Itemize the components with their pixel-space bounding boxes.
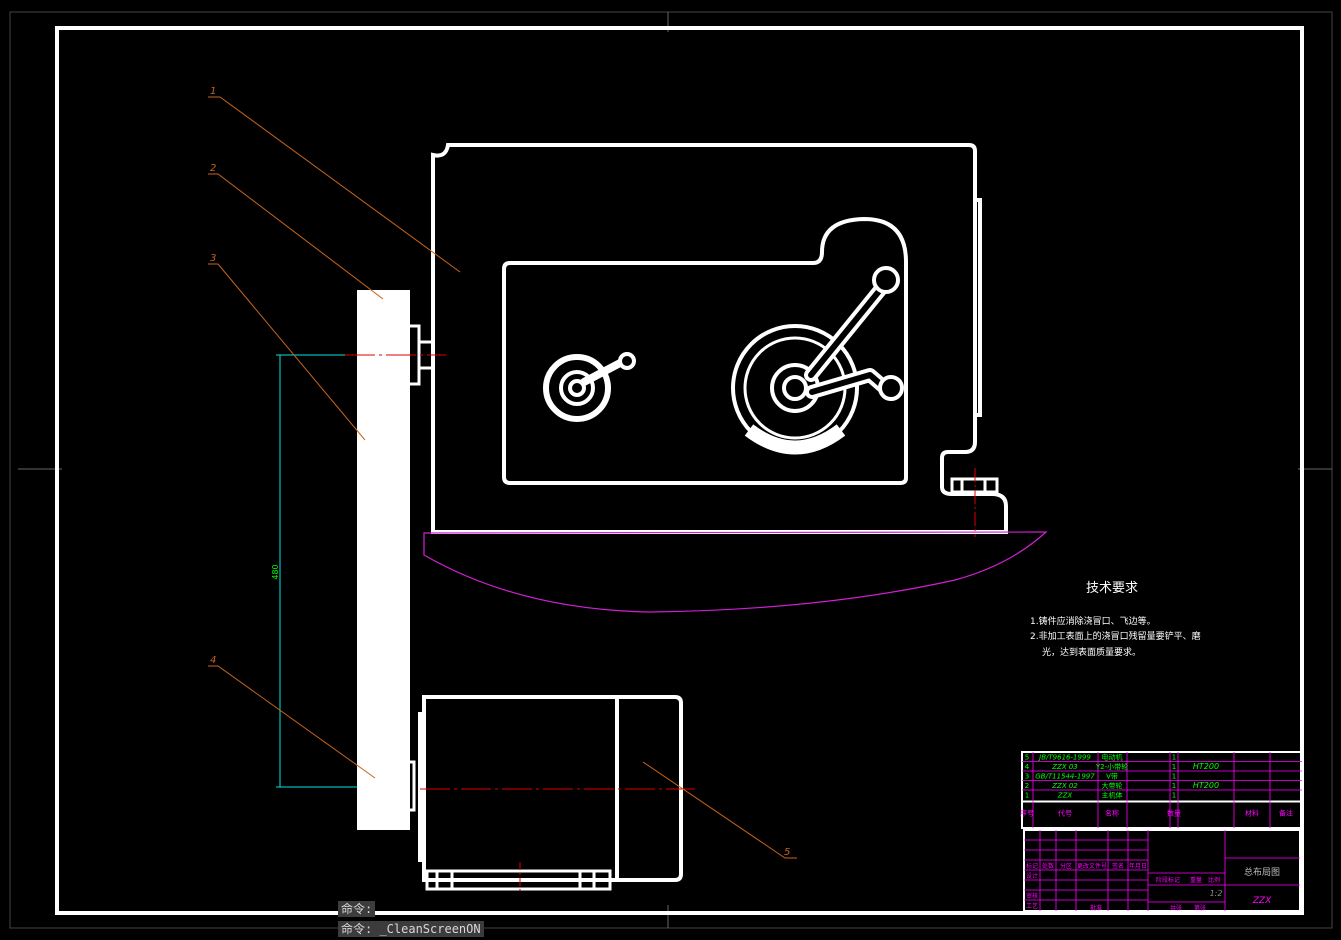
parts-header-cell: 数量 <box>1167 809 1181 818</box>
part-name: Y2-小带轮 <box>1095 762 1128 771</box>
outer-border <box>9 11 1333 929</box>
part-name: 电动机 <box>1102 753 1123 762</box>
balloon-4[interactable]: 4 <box>210 655 216 666</box>
balloon-3[interactable]: 3 <box>210 253 216 264</box>
title-stage-label: 比例 <box>1208 876 1220 884</box>
part-code: ZZX 03 <box>1051 763 1078 771</box>
drawing-name: 总布局图 <box>1244 866 1280 878</box>
tech-requirement-line: 1.铸件应消除浇冒口、飞边等。 <box>1030 615 1156 627</box>
title-row-label: 工艺 <box>1026 902 1038 910</box>
title-col-label: 签名 <box>1112 862 1124 870</box>
belt-pulley-assembly[interactable] <box>357 290 435 830</box>
part-code: ZZX 02 <box>1051 782 1078 790</box>
small-flywheel[interactable] <box>543 352 636 422</box>
title-row-label: 标记 <box>1026 862 1038 870</box>
part-name: 主机体 <box>1102 791 1123 800</box>
part-material: HT200 <box>1193 762 1219 771</box>
balloon-2[interactable]: 2 <box>210 163 216 174</box>
part-no: 5 <box>1025 754 1029 762</box>
title-col-label: 处数 <box>1042 862 1054 870</box>
title-row-label: 设计 <box>1026 872 1038 880</box>
command-history-line: 命令: <box>338 901 376 917</box>
title-stage-label: 阶段标记 <box>1156 876 1180 884</box>
balloon-1[interactable]: 1 <box>210 86 216 97</box>
command-prompt-line[interactable]: 命令: _CleanScreenON <box>338 921 484 937</box>
main-body[interactable] <box>431 143 1008 534</box>
large-flywheel[interactable] <box>731 266 904 455</box>
part-qty: 1 <box>1172 792 1176 800</box>
part-name: V带 <box>1106 773 1118 781</box>
part-code: GB/T11544-1997 <box>1035 773 1095 781</box>
drawing-frame <box>55 26 1304 915</box>
part-name: 大带轮 <box>1102 781 1123 790</box>
title-bottom-label: 第张 <box>1194 904 1206 912</box>
part-qty: 1 <box>1172 763 1176 771</box>
title-col-label: 更改文件号 <box>1077 862 1107 870</box>
balloon-5[interactable]: 5 <box>784 847 790 858</box>
title-block[interactable]: 处数分区更改文件号签名年月日 标记设计审核工艺 阶段标记 重量比例批准 共张 第张 总布局图… <box>1023 829 1301 912</box>
part-no: 4 <box>1025 763 1030 771</box>
small-pulley[interactable] <box>357 746 410 830</box>
parts-header-cell: 序号 <box>1020 809 1034 818</box>
title-bottom-label: 批准 <box>1090 904 1102 912</box>
drawing-scale: 1:2 <box>1210 889 1223 898</box>
part-qty: 1 <box>1172 773 1176 781</box>
tech-requirement-line: 2.非加工表面上的浇冒口残留量要铲平、磨 <box>1030 630 1201 642</box>
motor[interactable] <box>418 695 683 891</box>
center-lines <box>345 354 976 892</box>
parts-header-cell: 代号 <box>1058 809 1072 818</box>
part-code: ZZX <box>1057 792 1073 800</box>
title-stage-label: 重量 <box>1190 876 1202 884</box>
part-no: 1 <box>1025 792 1029 800</box>
part-no: 2 <box>1025 782 1029 790</box>
title-row-label: 审核 <box>1026 892 1038 900</box>
leader-lines <box>208 96 797 859</box>
dimension-480[interactable] <box>276 354 357 788</box>
parts-header-cell: 名称 <box>1105 809 1119 818</box>
dimension-text: 480 <box>271 564 280 579</box>
part-code: JB/T9616-1999 <box>1037 754 1091 762</box>
part-material: HT200 <box>1193 781 1219 790</box>
part-no: 3 <box>1025 773 1029 781</box>
tech-requirements-title: 技术要求 <box>1086 581 1138 596</box>
title-bottom-label: 共张 <box>1170 904 1182 912</box>
base-outline-curve <box>423 531 1048 613</box>
title-col-label: 分区 <box>1060 862 1072 870</box>
parts-header-cell: 材料 <box>1245 809 1259 818</box>
drawing-code: ZZX <box>1252 896 1272 906</box>
parts-header-cell: 备注 <box>1279 809 1293 818</box>
part-qty: 1 <box>1172 782 1176 790</box>
title-col-label: 年月日 <box>1129 862 1147 870</box>
tech-requirement-line: 光，达到表面质量要求。 <box>1042 646 1141 658</box>
part-qty: 1 <box>1172 754 1176 762</box>
